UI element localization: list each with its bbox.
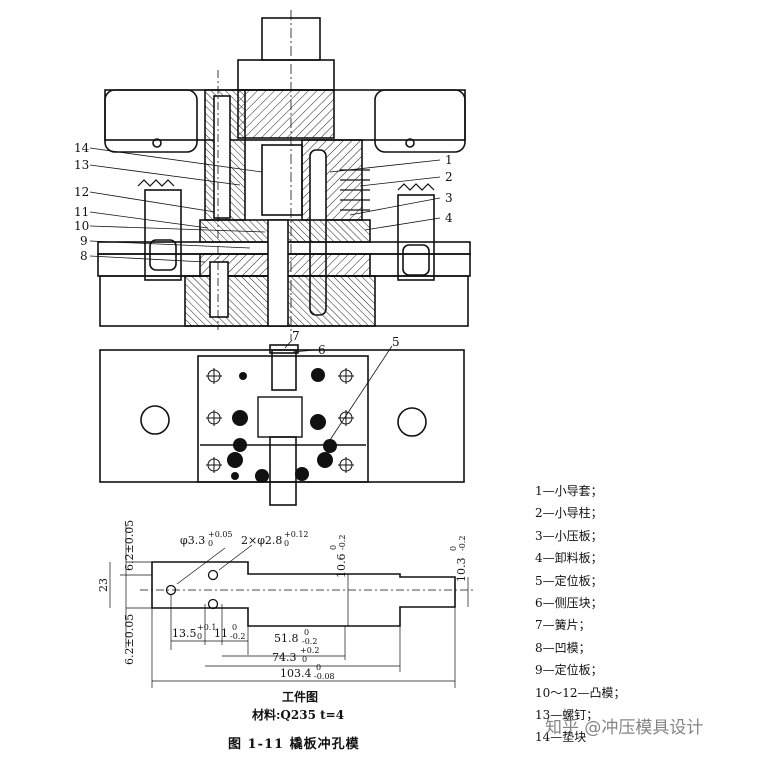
dim-x1-up: +0.1 bbox=[197, 623, 216, 632]
legend-item: 10～12—凸模； bbox=[535, 685, 626, 700]
plan-view bbox=[99, 344, 465, 506]
workpiece-title: 工件图 bbox=[282, 690, 319, 704]
dim-hole1-tol: +0.05 bbox=[208, 530, 233, 539]
legend-item: 14—垫块 bbox=[535, 730, 587, 745]
callout-9: 9 bbox=[80, 234, 88, 248]
dim-end-h: 10.3 bbox=[455, 558, 468, 583]
dim-mid-h-up: 0 bbox=[329, 545, 338, 550]
dim-x1-low: 0 bbox=[197, 632, 202, 641]
dim-left-top: 6.2±0.05 bbox=[123, 520, 136, 571]
section-view bbox=[97, 10, 471, 340]
callout-4: 4 bbox=[445, 211, 453, 225]
callout-leaders bbox=[89, 147, 441, 441]
dim-hole2-low: 0 bbox=[284, 539, 289, 548]
dim-x5-up: 0 bbox=[316, 663, 321, 672]
figure-caption: 图 1-11 橇板冲孔模 bbox=[228, 737, 360, 752]
legend-item: 7—簧片； bbox=[535, 618, 591, 633]
dim-end-h-up: 0 bbox=[449, 546, 458, 551]
parts-legend: 1—小导套； 2—小导柱； 3—小压板； 4—卸料板； 5—定位板； 6—侧压块… bbox=[535, 480, 626, 749]
callout-5: 5 bbox=[392, 335, 400, 349]
callout-14: 14 bbox=[74, 141, 90, 155]
callout-10: 10 bbox=[74, 219, 89, 233]
legend-item: 13—螺钉； bbox=[535, 708, 599, 723]
callout-2: 2 bbox=[445, 170, 453, 184]
dim-x3-up: 0 bbox=[304, 628, 309, 637]
callout-3: 3 bbox=[445, 191, 453, 205]
callout-7: 7 bbox=[292, 329, 300, 343]
callout-11: 11 bbox=[74, 205, 89, 219]
dim-mid-h: 10.6 bbox=[335, 554, 348, 579]
callout-8: 8 bbox=[80, 249, 88, 263]
dim-hole1: φ3.3 bbox=[180, 534, 205, 547]
dim-hole1-low: 0 bbox=[208, 539, 213, 548]
workpiece-drawing bbox=[109, 525, 475, 688]
dim-x2-up: 0 bbox=[232, 623, 237, 632]
legend-item: 1—小导套； bbox=[535, 484, 603, 498]
callout-13: 13 bbox=[74, 158, 89, 172]
dim-x1: 13.5 bbox=[172, 627, 197, 640]
legend-item: 9—定位板； bbox=[535, 663, 603, 678]
legend-item: 4—卸料板； bbox=[535, 551, 603, 566]
dim-x2: 11 bbox=[214, 627, 228, 640]
dim-hole2-tol: +0.12 bbox=[284, 530, 309, 539]
dim-mid-h-low: -0.2 bbox=[338, 535, 347, 550]
legend-item: 3—小压板； bbox=[535, 528, 603, 543]
legend-item: 2—小导柱； bbox=[535, 506, 603, 521]
legend-item: 6—侧压块； bbox=[535, 596, 603, 611]
legend-item: 8—凹模； bbox=[535, 640, 591, 655]
dim-x4-up: +0.2 bbox=[300, 646, 319, 655]
dim-x5-low: -0.08 bbox=[314, 672, 335, 681]
legend-item: 5—定位板； bbox=[535, 573, 603, 588]
dim-height: 23 bbox=[97, 578, 110, 592]
callout-12: 12 bbox=[74, 185, 89, 199]
dim-x2-low: -0.2 bbox=[230, 632, 245, 641]
dim-x3: 51.8 bbox=[274, 632, 299, 645]
dim-x4: 74.3 bbox=[272, 651, 297, 664]
dim-x5: 103.4 bbox=[280, 667, 312, 680]
dim-x4-low: 0 bbox=[302, 655, 307, 664]
dim-x3-low: -0.2 bbox=[302, 637, 317, 646]
dim-hole2: 2×φ2.8 bbox=[241, 534, 282, 547]
material-label: 材料:Q235 t=4 bbox=[252, 708, 345, 722]
dim-end-h-low: -0.2 bbox=[458, 536, 467, 551]
callout-1: 1 bbox=[445, 153, 453, 167]
dimension-labels: φ3.3 +0.05 0 2×φ2.8 +0.12 0 6.2±0.05 23 … bbox=[97, 520, 468, 681]
dim-left-bottom: 6.2±0.05 bbox=[123, 614, 136, 665]
watermark: 知乎 @冲压模具设计 bbox=[545, 718, 704, 738]
